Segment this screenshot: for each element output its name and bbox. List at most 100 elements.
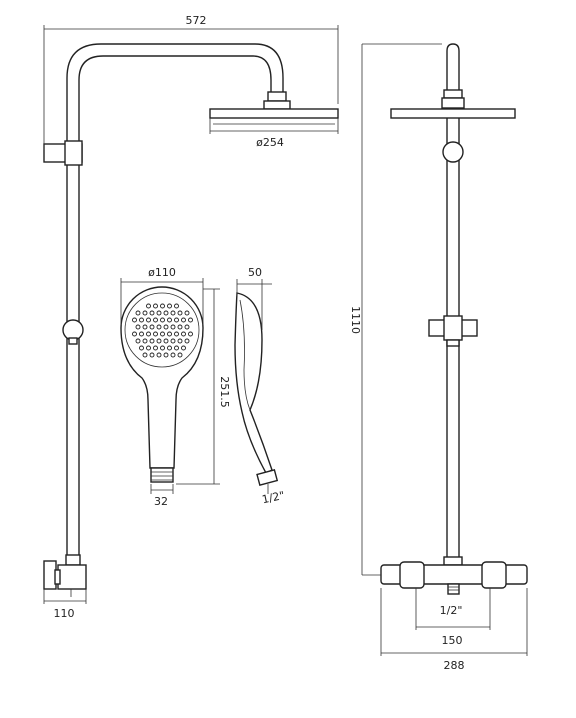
nozzle-dot xyxy=(177,338,183,344)
head-connector xyxy=(267,91,287,102)
handset-side: 50 1/2" xyxy=(234,266,286,506)
handset-holder-clamp xyxy=(64,140,83,166)
nozzle-dot xyxy=(156,324,162,330)
nozzle-dot xyxy=(153,331,158,337)
nozzle-dot xyxy=(188,317,193,323)
dim-handset-depth: 50 xyxy=(236,266,272,330)
dim-valve-outlet: 1/2" xyxy=(440,604,463,617)
nozzle-dot xyxy=(149,324,155,330)
wall-bracket-stem xyxy=(54,569,61,585)
dim-handset-length-label: 251.5 xyxy=(218,376,231,408)
nozzle-dot xyxy=(135,324,141,330)
nozzle-dot xyxy=(177,310,183,316)
dim-total-width-label: 572 xyxy=(186,14,207,27)
side-riser-collar xyxy=(443,556,463,566)
nozzle-dot xyxy=(177,352,183,358)
dim-valve-width: 288 xyxy=(380,588,528,672)
riser-bottom-collar xyxy=(65,554,81,566)
nozzle-dot xyxy=(132,331,137,337)
handset-spray-face xyxy=(124,292,200,368)
valve-control-right xyxy=(481,561,507,589)
riser-coupling-collar xyxy=(68,337,78,345)
valve-outlet xyxy=(447,583,460,595)
nozzle-dot xyxy=(174,303,179,309)
nozzle-dot xyxy=(153,317,158,323)
nozzle-dot xyxy=(184,338,190,344)
nozzle-dot xyxy=(142,324,148,330)
handset-nozzles xyxy=(132,303,193,358)
nozzle-dot xyxy=(184,324,190,330)
nozzle-dot xyxy=(146,331,151,337)
wall-bracket-body xyxy=(57,564,87,590)
nozzle-dot xyxy=(156,338,162,344)
nozzle-dot xyxy=(170,324,176,330)
nozzle-dot xyxy=(149,310,155,316)
nozzle-dot xyxy=(149,352,155,358)
side-holder-clamp xyxy=(443,315,463,341)
dim-handset-diameter: ø110 xyxy=(120,266,204,325)
dim-total-height-label: 1110 xyxy=(349,306,362,334)
nozzle-dot xyxy=(142,310,148,316)
nozzle-dot xyxy=(181,345,186,351)
nozzle-dot xyxy=(177,324,183,330)
side-elevation: 1110 1/2" 150 288 xyxy=(349,43,528,672)
dim-hose-thread-label: 1/2" xyxy=(261,489,286,506)
nozzle-dot xyxy=(163,352,169,358)
riser-coupling xyxy=(62,319,84,341)
nozzle-dot xyxy=(156,352,162,358)
nozzle-dot xyxy=(174,331,179,337)
dim-handset-connector: 32 xyxy=(150,484,174,508)
nozzle-dot xyxy=(153,303,158,309)
nozzle-dot xyxy=(135,310,141,316)
nozzle-dot xyxy=(146,345,151,351)
nozzle-dot xyxy=(149,338,155,344)
nozzle-dot xyxy=(139,331,144,337)
side-holder-collar xyxy=(446,339,460,347)
nozzle-dot xyxy=(170,338,176,344)
side-head-connector xyxy=(443,89,463,99)
nozzle-dot xyxy=(153,345,158,351)
dim-valve-centres-label: 150 xyxy=(442,634,463,647)
nozzle-dot xyxy=(163,324,169,330)
nozzle-dot xyxy=(167,345,172,351)
nozzle-dot xyxy=(167,303,172,309)
dim-hose-thread: 1/2" xyxy=(261,484,286,506)
dim-wall-depth: 110 xyxy=(43,589,87,620)
nozzle-dot xyxy=(135,338,141,344)
dim-valve-width-label: 288 xyxy=(444,659,465,672)
nozzle-dot xyxy=(160,331,165,337)
nozzle-dot xyxy=(181,331,186,337)
dim-handset-diameter-label: ø110 xyxy=(148,266,176,279)
dim-head-diameter: ø254 xyxy=(209,118,339,149)
shower-head xyxy=(209,108,339,119)
valve-control-left xyxy=(399,561,425,589)
side-head-nut xyxy=(441,97,465,109)
nozzle-dot xyxy=(160,303,165,309)
nozzle-dot xyxy=(167,331,172,337)
handset-side-inner xyxy=(239,299,251,411)
nozzle-dot xyxy=(188,331,193,337)
nozzle-dot xyxy=(163,338,169,344)
dim-head-diameter-label: ø254 xyxy=(256,136,284,149)
nozzle-dot xyxy=(146,303,151,309)
dim-valve-centres: 150 xyxy=(415,588,491,647)
nozzle-dot xyxy=(160,317,165,323)
nozzle-dot xyxy=(139,317,144,323)
nozzle-dot xyxy=(184,310,190,316)
handset-side-thread xyxy=(256,468,279,486)
nozzle-dot xyxy=(139,345,144,351)
dim-handset-depth-label: 50 xyxy=(248,266,262,279)
nozzle-dot xyxy=(156,310,162,316)
nozzle-dot xyxy=(142,352,148,358)
nozzle-dot xyxy=(142,338,148,344)
nozzle-dot xyxy=(167,317,172,323)
dim-handset-connector-label: 32 xyxy=(154,495,168,508)
side-shower-head xyxy=(390,108,516,119)
wall-bracket-knob xyxy=(43,560,57,590)
head-connector-nut xyxy=(263,100,291,110)
dim-valve-outlet-label: 1/2" xyxy=(440,604,463,617)
nozzle-dot xyxy=(160,345,165,351)
handset-side-body xyxy=(234,292,273,474)
nozzle-dot xyxy=(181,317,186,323)
